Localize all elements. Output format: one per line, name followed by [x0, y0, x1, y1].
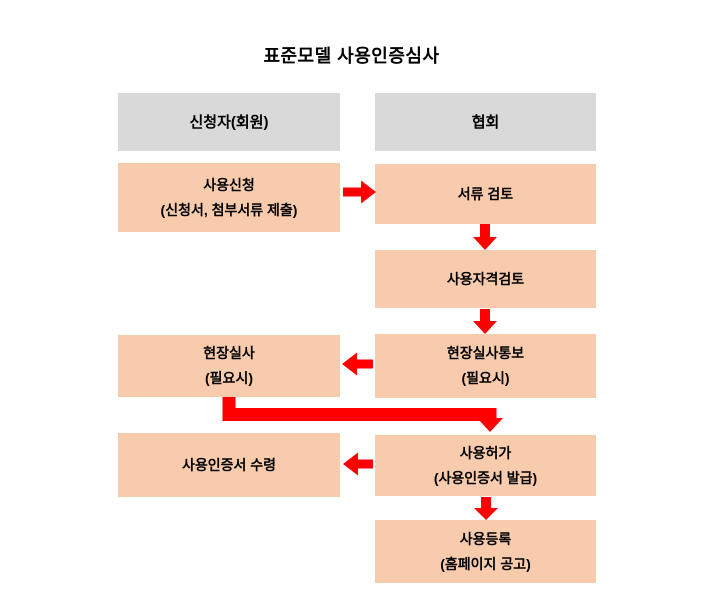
- lane-header-applicant-label: 신청자(회원): [189, 113, 269, 131]
- node-use-permission-line1: 사용허가: [459, 444, 512, 461]
- arrow-notice-to-onsite-icon: [342, 352, 373, 376]
- node-qualification-review: 사용자격검토: [375, 250, 596, 308]
- node-use-registration-line1: 사용등록: [459, 530, 512, 547]
- node-onsite-inspection-notice-line1: 현장실사통보: [446, 345, 525, 361]
- node-qualification-review-label: 사용자격검토: [446, 270, 525, 287]
- node-certificate-receipt: 사용인증서 수령: [118, 433, 340, 497]
- node-onsite-inspection-notice: 현장실사통보 (필요시): [375, 334, 596, 398]
- node-onsite-inspection-line2: (필요시): [205, 370, 253, 386]
- node-onsite-inspection-notice-line2: (필요시): [461, 370, 510, 386]
- arrow-doc-review-to-qualification-icon: [473, 224, 497, 250]
- node-apply-line2: (신청서, 첨부서류 제출): [160, 201, 298, 218]
- node-use-registration: 사용등록 (홈페이지 공고): [375, 520, 596, 583]
- arrow-permission-to-receipt-icon: [343, 452, 373, 476]
- lane-header-association-label: 협회: [471, 113, 500, 131]
- node-use-permission: 사용허가 (사용인증서 발급): [375, 435, 596, 496]
- page-title: 표준모델 사용인증심사: [263, 46, 440, 66]
- node-apply-line1: 사용신청: [203, 176, 255, 193]
- node-apply: 사용신청 (신청서, 첨부서류 제출): [118, 163, 340, 232]
- arrow-qualification-to-notice-icon: [473, 309, 497, 334]
- node-onsite-inspection: 현장실사 (필요시): [118, 335, 340, 397]
- arrow-permission-to-registration-icon: [474, 497, 498, 520]
- lane-header-applicant: 신청자(회원): [118, 93, 340, 151]
- node-use-permission-line2: (사용인증서 발급): [433, 469, 538, 486]
- arrow-onsite-to-permission-elbow-icon: [222, 397, 497, 421]
- node-onsite-inspection-line1: 현장실사: [203, 345, 255, 361]
- node-use-registration-line2: (홈페이지 공고): [440, 555, 531, 572]
- arrow-onsite-to-permission-head-icon: [477, 418, 503, 432]
- node-certificate-receipt-label: 사용인증서 수령: [181, 456, 277, 473]
- lane-header-association: 협회: [375, 93, 596, 151]
- node-doc-review: 서류 검토: [375, 164, 596, 224]
- arrow-apply-to-doc-review-icon: [343, 180, 376, 204]
- node-doc-review-label: 서류 검토: [457, 185, 514, 202]
